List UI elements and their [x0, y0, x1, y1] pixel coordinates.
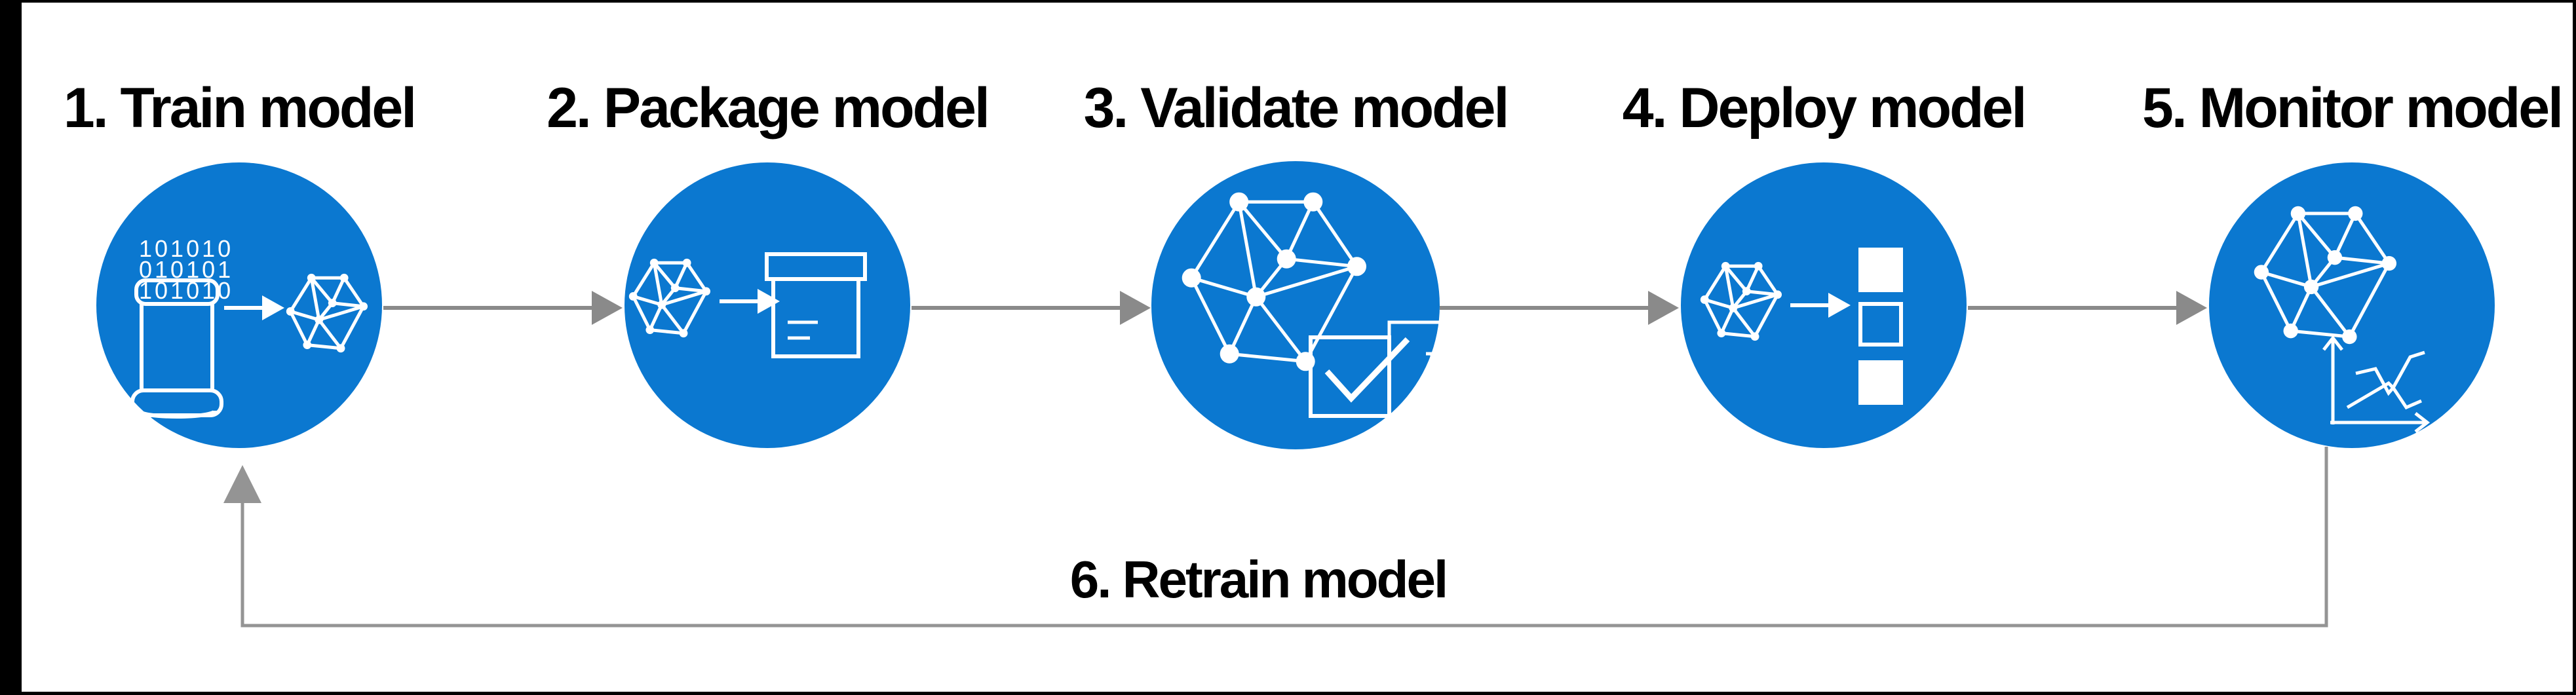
- flow-arrow-2-head-icon: [1120, 291, 1151, 325]
- step-circle-validate: [1151, 161, 1440, 449]
- deploy-model-icon-group: [1699, 248, 1903, 405]
- step-label-monitor: 5. Monitor model: [2142, 77, 2564, 140]
- retrain-loop-line: [240, 447, 2328, 628]
- flow-arrow-3-head-icon: [1648, 291, 1679, 325]
- step-circle-train: [96, 162, 382, 448]
- checkbox-checkmark-icon: [1309, 320, 1444, 418]
- flask-icon: [1404, 352, 1476, 423]
- flow-arrow-3: [1440, 291, 1679, 325]
- retrain-loop-arrowhead-icon: [223, 465, 261, 503]
- flow-arrows: [383, 291, 2207, 325]
- step-label-train: 1. Train model: [63, 77, 417, 140]
- step-label-package: 2. Package model: [547, 77, 990, 140]
- retrain-loop-arrow: [223, 447, 2328, 628]
- package-box-icon: [765, 252, 867, 358]
- step-label-deploy: 4. Deploy model: [1622, 77, 2028, 140]
- flow-arrow-2: [912, 291, 1151, 325]
- train-model-icon-group: 101010 010101 101010: [130, 235, 369, 419]
- monitor-model-icon-group: [2254, 206, 2431, 433]
- flow-arrow-4: [1968, 291, 2207, 325]
- flow-arrow-4-head-icon: [2176, 291, 2207, 325]
- binary-text-row1: 101010: [139, 235, 233, 262]
- line-chart-icon: [2322, 335, 2431, 433]
- flow-arrow-1: [383, 291, 623, 325]
- step-label-validate: 3. Validate model: [1083, 77, 1510, 140]
- database-cylinder-icon: 101010 010101 101010: [130, 235, 233, 419]
- loop-label-retrain: 6. Retrain model: [1069, 550, 1448, 609]
- flow-arrow-1-head-icon: [592, 291, 623, 325]
- package-model-icon-group: [628, 252, 867, 358]
- step-circle-monitor: [2209, 162, 2495, 448]
- deployment-stack-icon: [1858, 248, 1903, 405]
- validate-model-icon-group: [1182, 193, 1476, 423]
